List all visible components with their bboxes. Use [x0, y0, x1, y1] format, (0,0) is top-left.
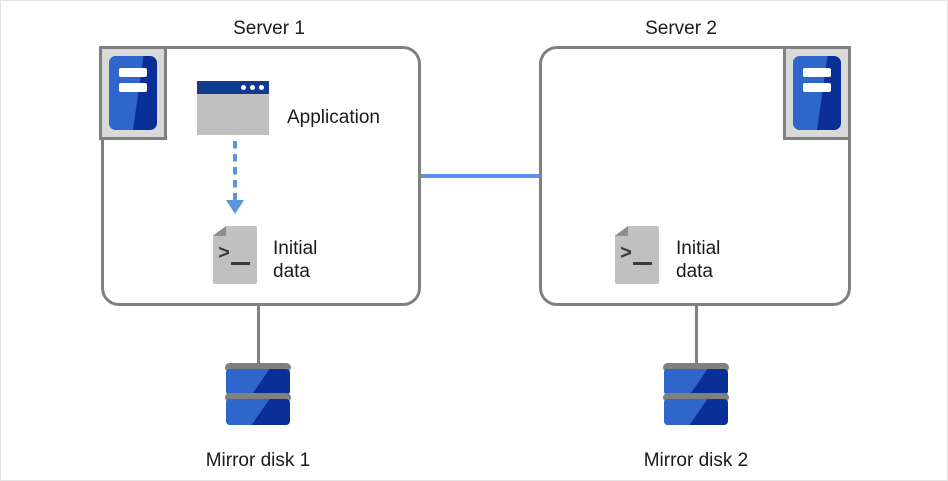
replication-arrow-shaft	[233, 141, 237, 201]
doc-fold-corner	[213, 226, 227, 236]
server-bar-bottom	[118, 82, 148, 93]
app-window-dot-3	[259, 85, 264, 90]
disk-platter-top	[664, 369, 728, 395]
disk-platter-bottom	[664, 399, 728, 425]
server2-badge-icon	[783, 46, 851, 140]
disk1-connector-line	[257, 306, 260, 364]
mirror-disk-1-label: Mirror disk 1	[205, 450, 311, 471]
server1-box	[101, 46, 421, 306]
doc-prompt-glyph: >	[218, 243, 231, 266]
application-label: Application	[287, 107, 380, 128]
mirror-disk-1-icon	[225, 363, 291, 429]
application-window-icon	[197, 81, 269, 135]
server2-title: Server 2	[645, 18, 717, 39]
mirror-disk-2-icon	[663, 363, 729, 429]
doc-fold-corner	[615, 226, 629, 236]
server-bar-top	[118, 67, 148, 78]
doc-prompt-glyph: >	[620, 243, 633, 266]
replication-arrow-head-icon	[226, 200, 244, 214]
doc-prompt-underscore	[633, 262, 652, 265]
server-chassis	[793, 56, 841, 130]
app-window-dot-1	[241, 85, 246, 90]
server-bar-bottom	[802, 82, 832, 93]
disk-cap-top	[663, 363, 729, 372]
initial-data-icon-server1: >	[213, 226, 257, 284]
initial-data-icon-server2: >	[615, 226, 659, 284]
disk-platter-top	[226, 369, 290, 395]
server-bar-top	[802, 67, 832, 78]
server-chassis	[109, 56, 157, 130]
app-window-dot-2	[250, 85, 255, 90]
disk-cap-middle	[225, 393, 291, 402]
app-titlebar	[197, 81, 269, 94]
doc-prompt-underscore	[231, 262, 250, 265]
server1-badge-icon	[99, 46, 167, 140]
disk-platter-bottom	[226, 399, 290, 425]
server1-title: Server 1	[233, 18, 305, 39]
mirror-disk-2-label: Mirror disk 2	[643, 450, 749, 471]
disk2-connector-line	[695, 306, 698, 364]
server-interconnect-line	[421, 174, 541, 178]
disk-cap-top	[225, 363, 291, 372]
disk-cap-middle	[663, 393, 729, 402]
server2-box	[539, 46, 851, 306]
